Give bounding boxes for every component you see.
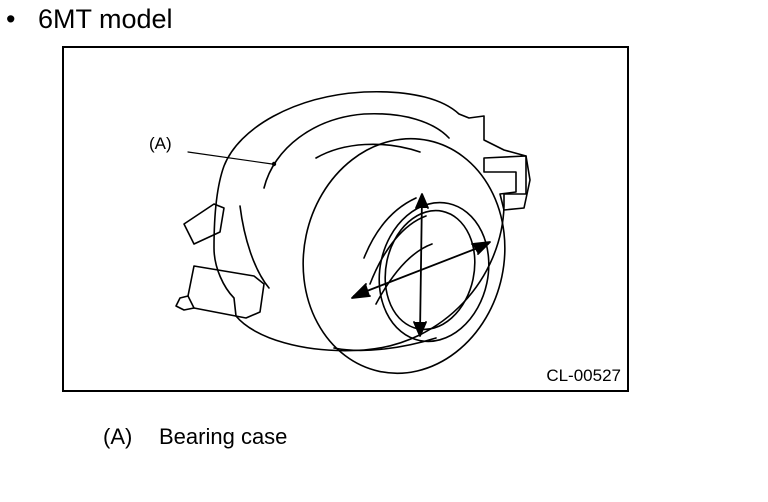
callout-dot (271, 161, 277, 167)
callout-leader (187, 151, 273, 165)
case-inner-contour (263, 112, 450, 189)
bullet: • (6, 4, 16, 34)
bearing-case-illustration (175, 90, 531, 375)
section-heading: • 6MT model (6, 2, 173, 36)
bore-shade-3 (375, 243, 433, 305)
measurement-arrows (351, 193, 491, 337)
case-ridge (239, 205, 270, 289)
sleeve-rear-rim (302, 137, 506, 375)
heading-text: 6MT model (38, 4, 173, 34)
legend-label: Bearing case (159, 424, 288, 449)
bore-shade-1 (363, 197, 417, 259)
figure-frame: (A) CL-00527 (62, 46, 629, 392)
legend-key: (A) (103, 424, 133, 449)
bore-shade-2 (369, 215, 427, 285)
sleeve-front-face-inner (384, 209, 476, 331)
left-tab (183, 203, 225, 245)
callout-label-a: (A) (149, 134, 172, 153)
right-clip (483, 155, 531, 211)
legend: (A) Bearing case (103, 424, 287, 450)
figure-code: CL-00527 (546, 366, 621, 385)
sleeve-top-edge (315, 143, 421, 159)
left-clip (187, 265, 265, 319)
sleeve-bottom-edge (333, 337, 437, 352)
left-clip-hook (175, 295, 195, 311)
